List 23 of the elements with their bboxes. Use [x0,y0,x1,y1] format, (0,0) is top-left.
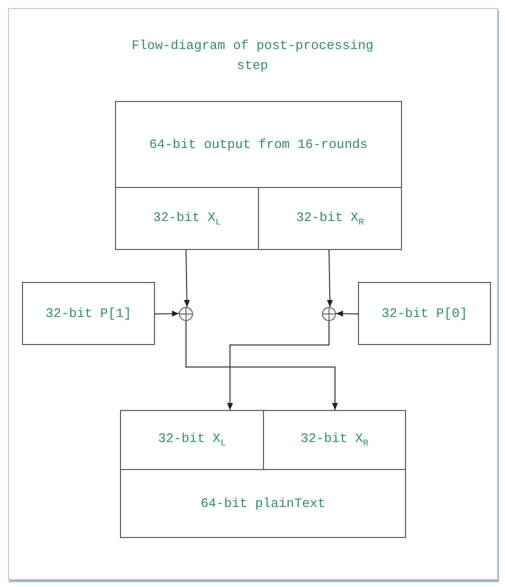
box-label: 32-bit X$_{L}$ [153,210,221,228]
arrow [336,310,358,317]
box-label: 32-bit X$_{R}$ [296,210,364,228]
arrow [326,250,333,308]
diagram-title: Flow-diagram of post-processing step [130,37,374,75]
arrow [184,250,190,308]
process-box [258,187,402,250]
box-label: 64-bit output from 16-rounds [149,137,368,152]
process-box [22,282,155,345]
arrow [154,310,180,317]
box-label: 32-bit P[0] [382,306,468,321]
arrow [227,320,330,410]
process-box [115,187,259,250]
box-label: 64-bit plainText [200,496,326,511]
box-label: 32-bit X$_{R}$ [300,431,368,449]
box-label: 32-bit X$_{L}$ [158,431,226,449]
arrow [186,320,338,410]
process-box [263,410,406,470]
process-box [115,101,402,188]
box-label: 32-bit P[1] [46,306,132,321]
process-box [120,469,406,538]
process-box [358,282,491,345]
process-box [120,410,264,470]
